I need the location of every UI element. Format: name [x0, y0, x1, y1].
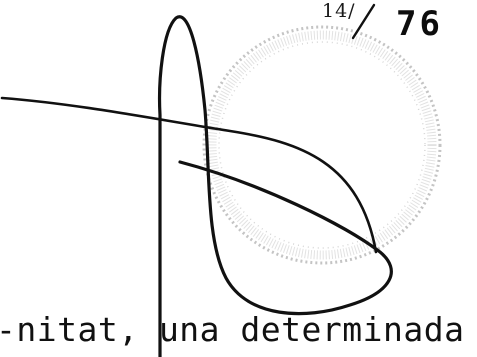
stamp-seal — [202, 25, 442, 265]
handwritten-folio: 14/ — [322, 0, 356, 22]
folio-slash — [351, 3, 376, 40]
loop-stroke — [158, 15, 393, 357]
page-number: 76 — [396, 4, 443, 44]
diagonal-stroke — [0, 96, 378, 254]
body-text-line: -nitat, una determinada e — [0, 310, 477, 349]
